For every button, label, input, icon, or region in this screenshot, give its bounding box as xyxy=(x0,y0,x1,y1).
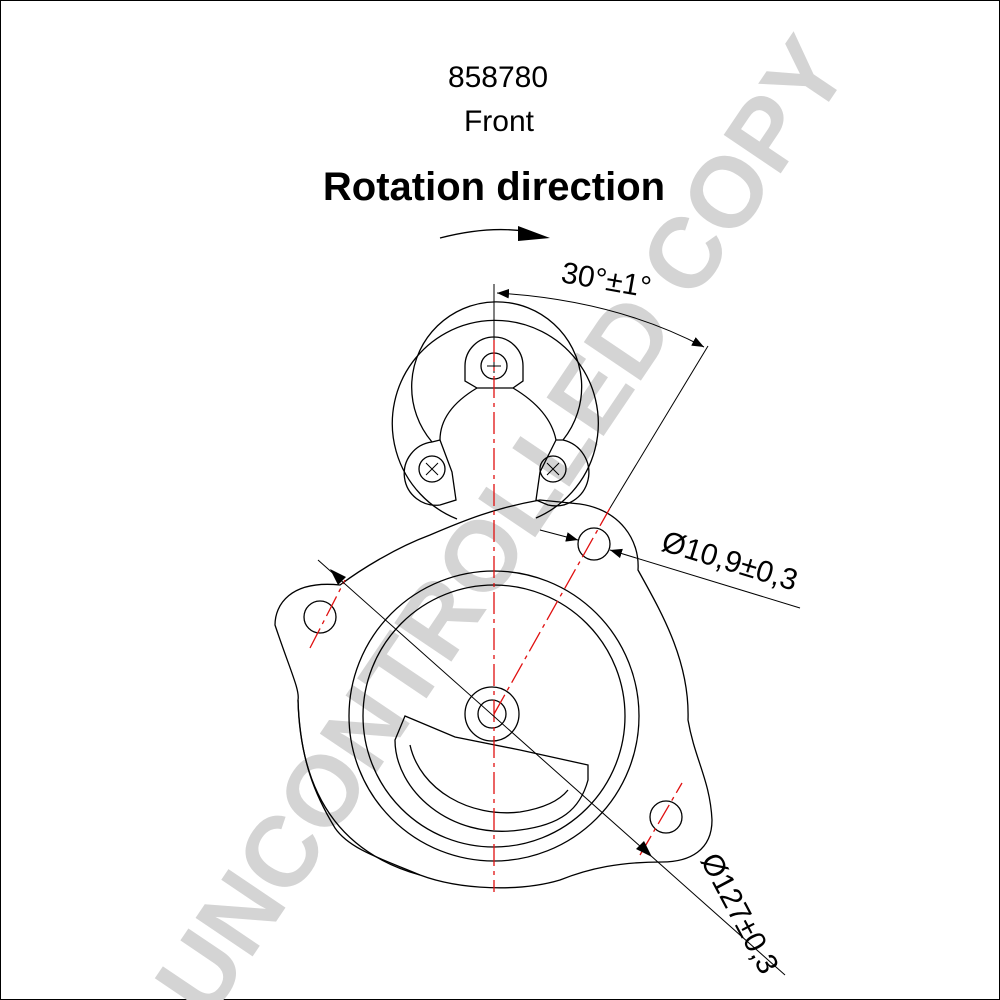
shaft-hub-outer xyxy=(464,686,520,742)
centerline-left-hole xyxy=(309,579,346,649)
drive-opening xyxy=(394,715,589,832)
pilot-diameter-label: Ø127±0,3 xyxy=(694,848,785,980)
screw-left-icon xyxy=(418,455,446,483)
centerline-angled xyxy=(493,507,611,715)
view-label: Front xyxy=(464,105,535,138)
centerline-right-hole xyxy=(639,782,683,856)
mounting-hole-left xyxy=(303,600,337,634)
screw-right-icon xyxy=(539,455,567,483)
rotation-arrow-icon xyxy=(439,226,550,241)
part-number: 858780 xyxy=(448,61,548,94)
drawing-title: Rotation direction xyxy=(323,165,665,209)
shaft-hub-inner xyxy=(477,699,507,729)
mounting-hole-lower-right xyxy=(649,800,683,834)
mounting-flange-outline xyxy=(274,499,713,889)
mounting-hole-upper-right xyxy=(577,527,611,561)
